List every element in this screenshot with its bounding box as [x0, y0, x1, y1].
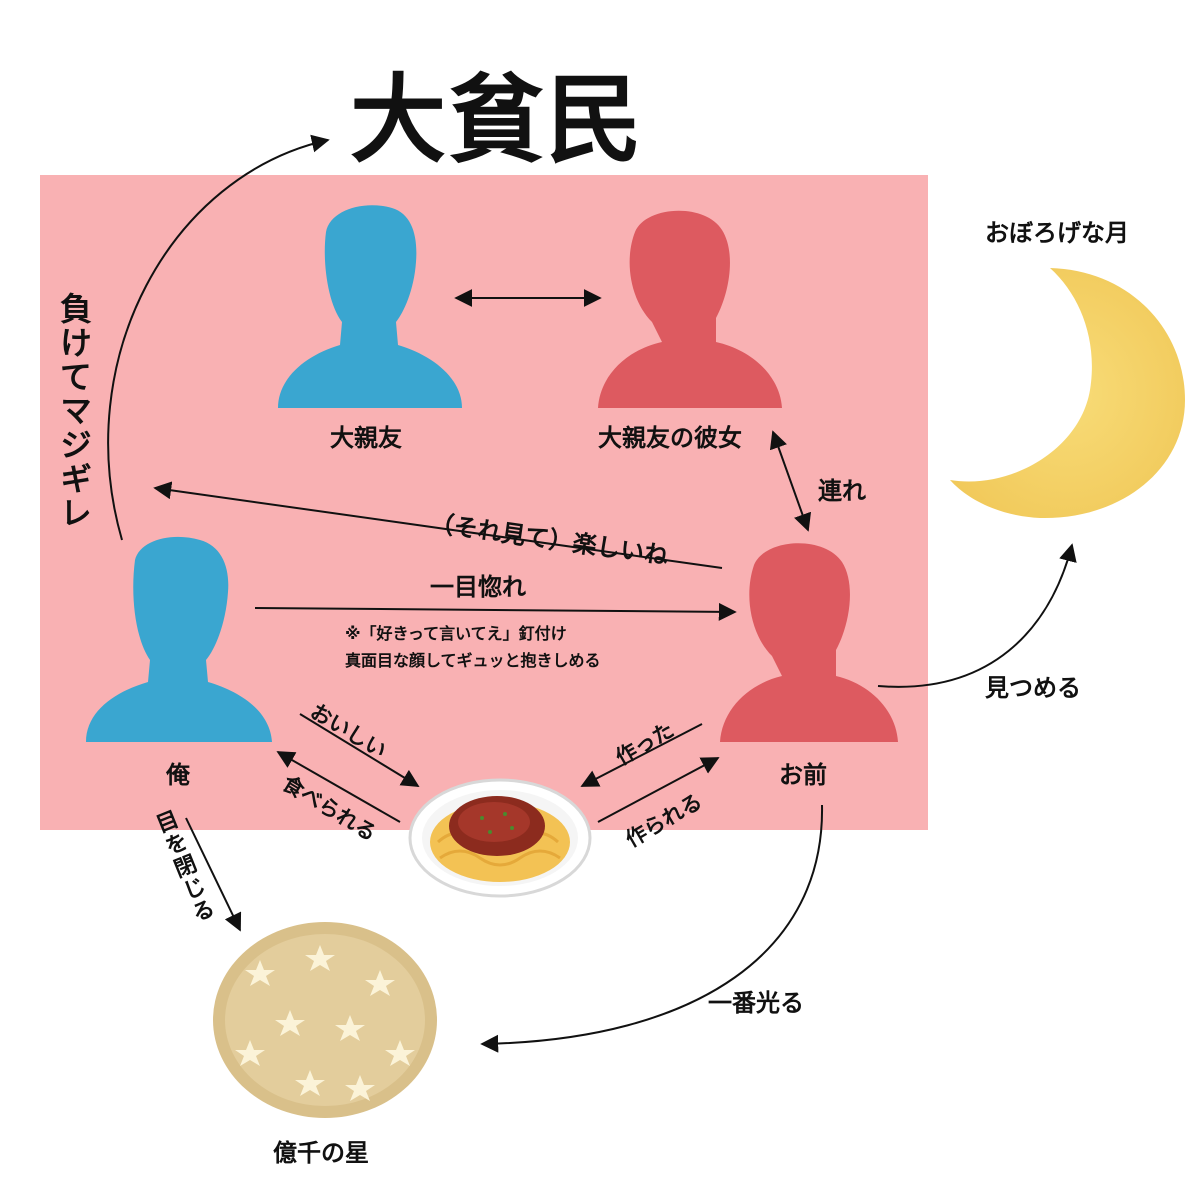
- arrow-made: [580, 723, 703, 787]
- label-love-first-sight: 一目惚れ: [430, 573, 526, 601]
- best-friend-girlfriend-silhouette-icon: [598, 210, 782, 408]
- arrow-fun: [153, 481, 723, 569]
- arrow-with: [769, 430, 812, 532]
- arrow-shine-most: [480, 804, 824, 1053]
- crescent-moon-icon: [950, 268, 1185, 519]
- label-stars: 億千の星: [273, 1139, 369, 1167]
- arrow-love: [254, 602, 737, 621]
- label-me: 俺: [166, 761, 190, 789]
- best-friend-silhouette-icon: [278, 205, 462, 408]
- label-you: お前: [779, 761, 827, 789]
- star-cluster-icon: [213, 922, 437, 1118]
- arrow-close-eyes: [185, 817, 242, 932]
- label-moon: おぼろげな月: [985, 219, 1129, 247]
- spaghetti-plate-icon: [408, 778, 592, 898]
- label-shine-most: 一番光る: [708, 989, 804, 1017]
- arrow-be-made: [597, 757, 720, 823]
- arrow-lose-angry: [107, 134, 330, 541]
- me-silhouette-icon: [86, 536, 272, 742]
- note-line-1: ※「好きって言いてえ」釘付け: [345, 624, 567, 643]
- label-lose-angry: 負けてマジギレ: [55, 292, 93, 530]
- label-best-friend-girlfriend: 大親友の彼女: [598, 424, 742, 452]
- arrow-stare: [877, 543, 1077, 688]
- you-silhouette-icon: [720, 543, 898, 742]
- arrow-delicious: [299, 713, 420, 787]
- label-stare: 見つめる: [985, 674, 1081, 702]
- relationship-arrows: [107, 134, 1077, 1053]
- arrow-be-eaten: [276, 751, 401, 823]
- label-best-friend: 大親友: [330, 424, 402, 452]
- page-title: 大貧民: [350, 64, 644, 176]
- note-line-2: 真面目な顔してギュッと抱きしめる: [345, 651, 601, 670]
- label-with: 連れ: [818, 477, 866, 505]
